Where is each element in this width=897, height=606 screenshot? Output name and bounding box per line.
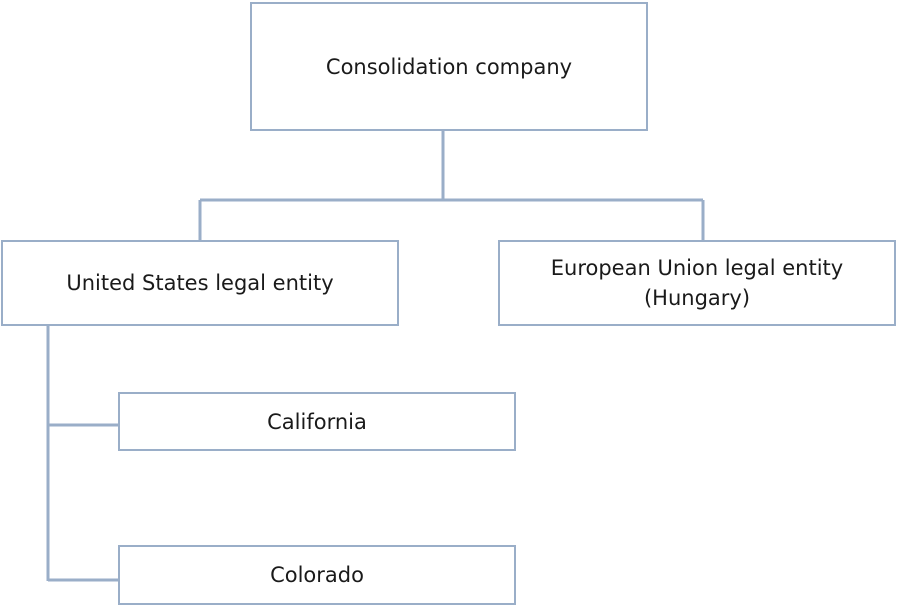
us-legal-entity-box: United States legal entity [1,240,399,326]
us-legal-entity-label: United States legal entity [66,271,334,295]
consolidation-company-label: Consolidation company [325,54,573,79]
california-label: California [267,409,367,434]
colorado-box: Colorado [118,545,516,605]
consolidation-company-box: Consolidation company [250,2,648,131]
eu-legal-entity-sublabel: (Hungary) [643,286,751,310]
california-box: California [118,392,516,451]
eu-legal-entity-label: European Union legal entity [550,256,844,280]
colorado-label: Colorado [270,563,364,587]
eu-legal-entity-box: European Union legal entity (Hungary) [498,240,896,326]
